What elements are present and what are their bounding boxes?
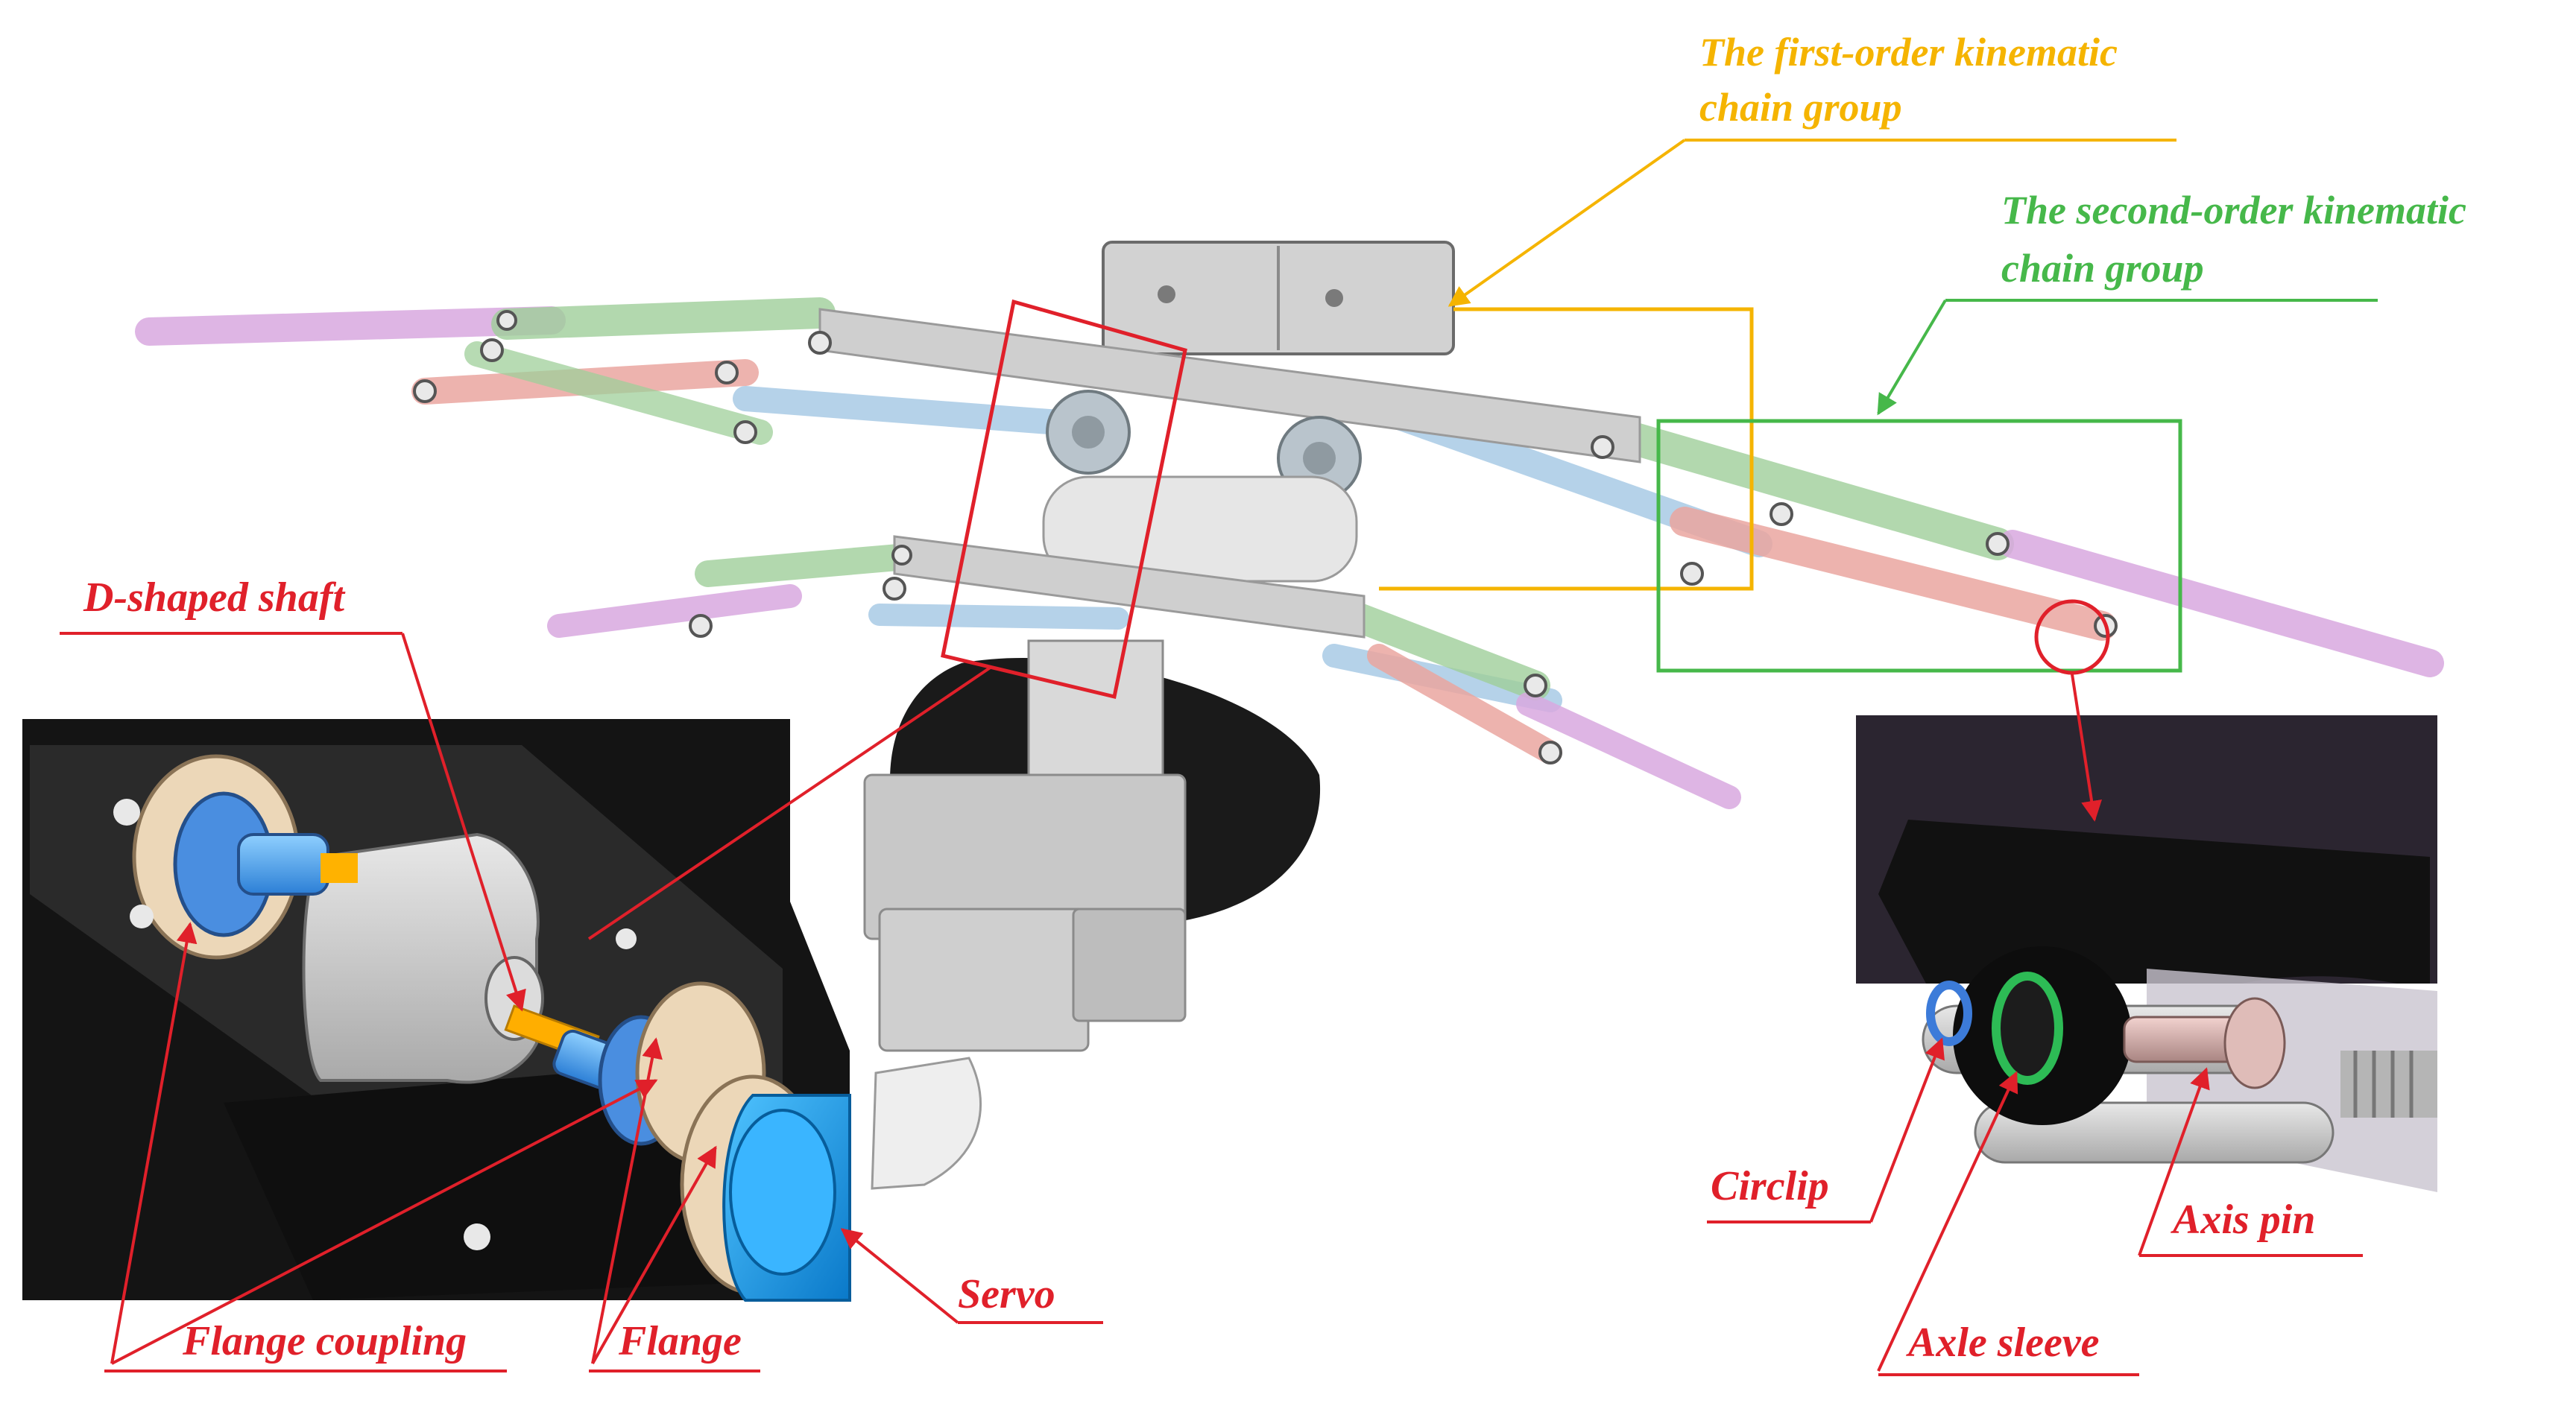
joint-highlight-circle xyxy=(2034,599,2110,675)
leader-lines xyxy=(60,139,2378,1376)
mechanism-render xyxy=(135,241,2444,1190)
first-order-label-line2: chain group xyxy=(1699,85,1902,130)
axle-sleeve-part xyxy=(1992,972,2063,1085)
second-order-box xyxy=(1656,419,2182,673)
circlip-label: Circlip xyxy=(1711,1163,1829,1209)
left-upper-links xyxy=(135,297,1101,445)
first-order-label-line1: The first-order kinematic xyxy=(1699,30,2118,75)
right-lower-links xyxy=(1322,596,1741,809)
axis-pin-label: Axis pin xyxy=(2171,1197,2315,1243)
foot-pad xyxy=(871,1057,982,1190)
d-shaped-shaft-label: D-shaped shaft xyxy=(83,574,345,621)
leg-lower-box xyxy=(878,908,1090,1052)
thread-bolt xyxy=(2340,1051,2437,1118)
bearing-housing xyxy=(302,832,540,1084)
left-lower-links xyxy=(547,542,1129,638)
first-order-bracket xyxy=(1379,307,1754,591)
right-upper-links xyxy=(1388,404,2444,677)
leg-upper xyxy=(1027,639,1164,791)
callout-shapes xyxy=(941,299,2182,700)
servo-label: Servo xyxy=(958,1271,1055,1317)
axle-sleeve-label: Axle sleeve xyxy=(1906,1320,2100,1366)
flange-coupling-label: Flange coupling xyxy=(182,1318,467,1364)
right-inset-detail xyxy=(1856,715,2437,1274)
second-order-label-line2: chain group xyxy=(2001,246,2204,291)
second-order-label-line1: The second-order kinematic xyxy=(2001,188,2466,232)
circlip-part xyxy=(1926,981,1972,1046)
flange-label: Flange xyxy=(618,1318,742,1364)
joint-pins xyxy=(413,310,2118,764)
labels: The first-order kinematic chain group Th… xyxy=(83,30,2466,1366)
coupling-highlight-box xyxy=(941,299,1187,700)
left-inset-detail xyxy=(22,719,851,1302)
